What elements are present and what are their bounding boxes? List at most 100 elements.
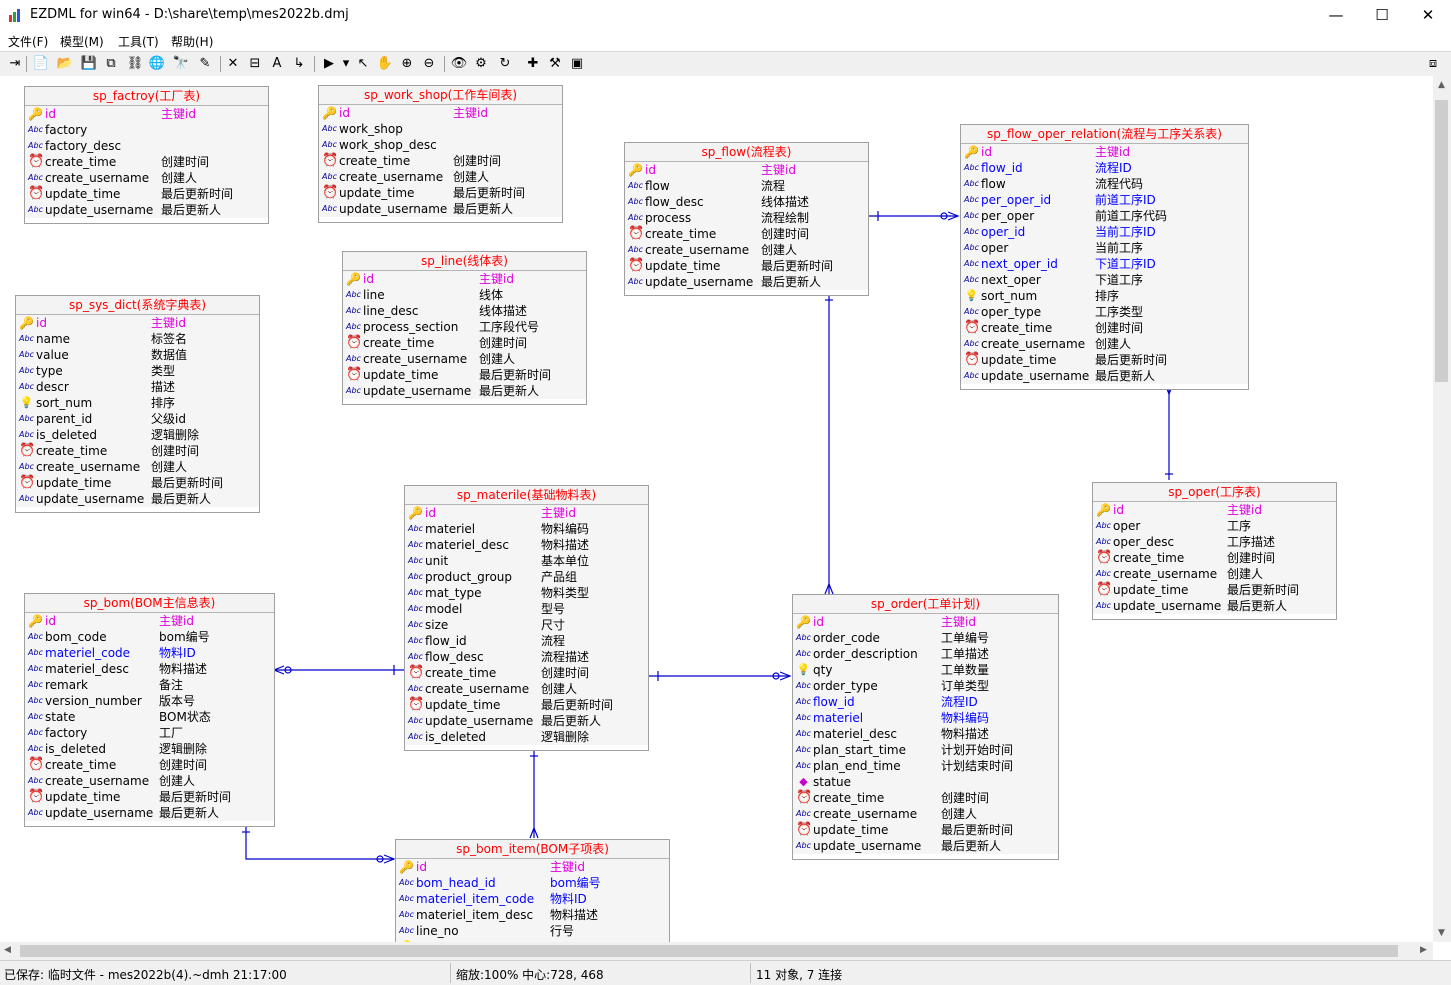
field-row[interactable]: 💡: [396, 939, 669, 942]
field-row[interactable]: ◆statue: [793, 774, 1058, 790]
edit-icon[interactable]: ✎: [199, 56, 211, 71]
entity-title[interactable]: sp_flow_oper_relation(流程与工序关系表): [961, 125, 1248, 144]
tools-icon[interactable]: ⚒: [549, 56, 561, 71]
minimize-button[interactable]: —: [1328, 6, 1344, 24]
open-icon[interactable]: 📂: [56, 56, 74, 71]
entity-title[interactable]: sp_bom_item(BOM子项表): [396, 840, 669, 859]
menu-model[interactable]: 模型(M): [60, 35, 104, 49]
new-icon[interactable]: 📄: [32, 56, 50, 71]
find-icon[interactable]: 🔭: [172, 56, 190, 71]
settings-icon[interactable]: ⚙: [475, 56, 487, 71]
goto-icon[interactable]: ⇥: [9, 56, 21, 71]
globe-icon[interactable]: 🌐: [148, 56, 166, 71]
link-icon[interactable]: ⛓: [126, 56, 144, 71]
scroll-left-icon[interactable]: ◀: [4, 945, 11, 955]
refresh-icon[interactable]: ↻: [499, 56, 511, 71]
horizontal-scrollbar[interactable]: ◀ ▶: [0, 942, 1433, 960]
hand-icon[interactable]: ✋: [376, 56, 394, 71]
delete-icon[interactable]: ✕: [227, 56, 239, 71]
menu-tools[interactable]: 工具(T): [118, 35, 159, 49]
entity-title[interactable]: sp_bom(BOM主信息表): [25, 594, 274, 613]
maximize-button[interactable]: ☐: [1375, 6, 1389, 24]
entity-title[interactable]: sp_materile(基础物料表): [405, 486, 648, 505]
menu-file[interactable]: 文件(F): [8, 35, 49, 49]
run-menu-icon[interactable]: ▾: [342, 56, 350, 71]
horizontal-scroll-thumb[interactable]: [20, 945, 1398, 957]
add-icon[interactable]: ✚: [527, 56, 539, 71]
scroll-down-icon[interactable]: ▼: [1438, 928, 1445, 938]
entity-title[interactable]: sp_oper(工序表): [1093, 483, 1336, 502]
entity-title[interactable]: sp_work_shop(工作车间表): [319, 86, 562, 105]
entity-title[interactable]: sp_line(线体表): [343, 252, 586, 271]
entity-title[interactable]: sp_flow(流程表): [625, 143, 868, 162]
copy-icon[interactable]: ⧉: [106, 56, 116, 71]
run-icon[interactable]: ▶: [324, 56, 334, 71]
